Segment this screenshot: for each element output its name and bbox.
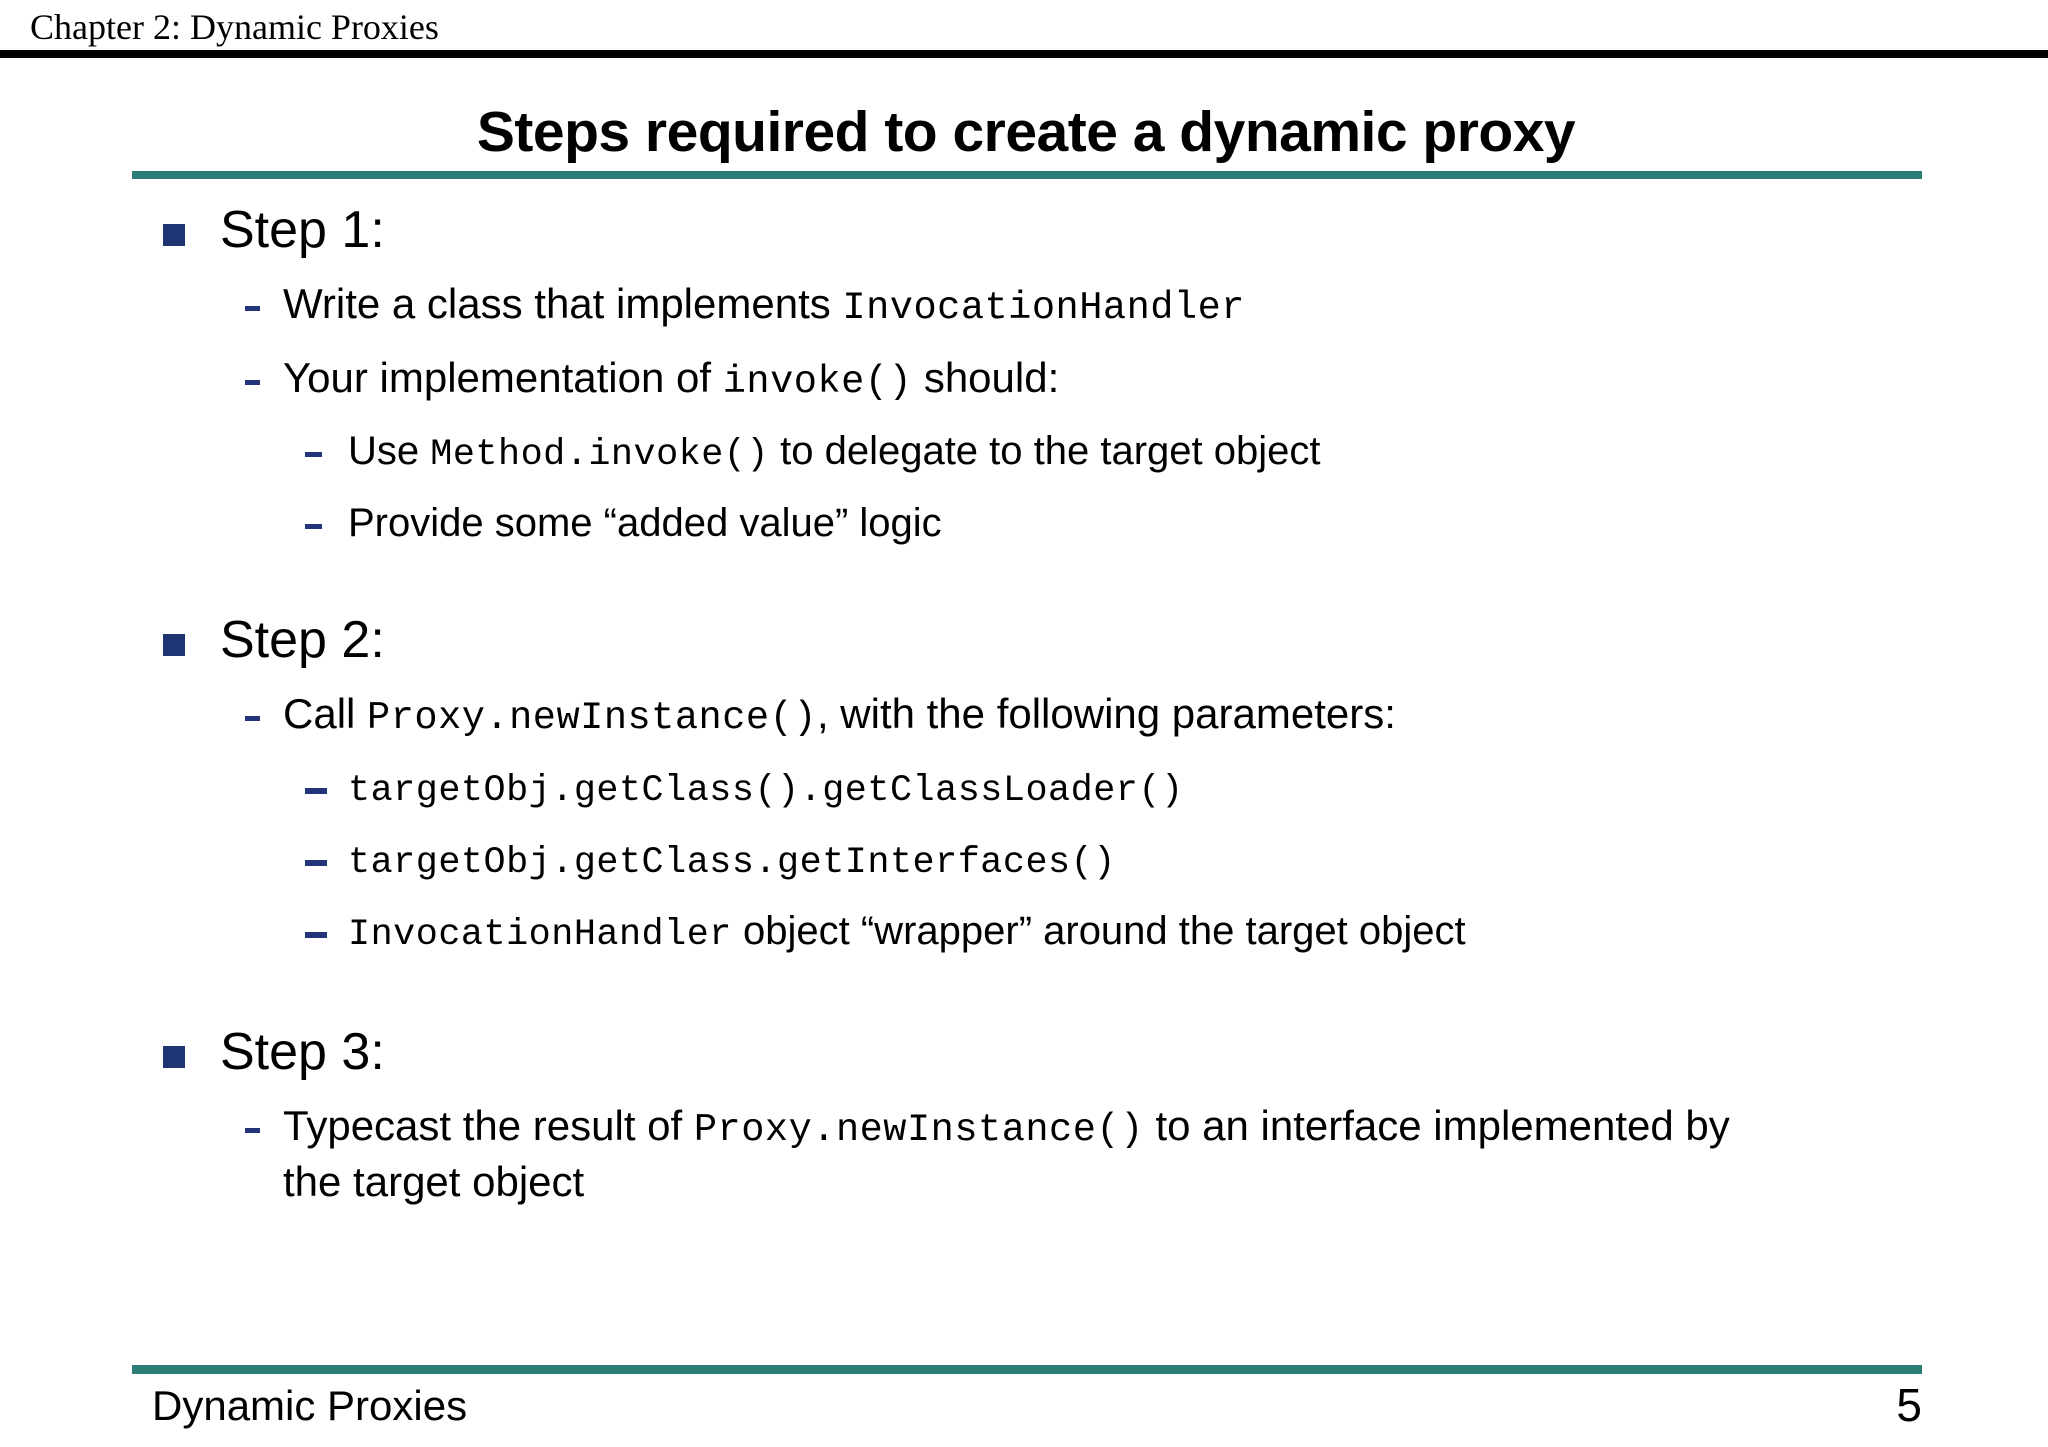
bullet-step-3-sub-1: Typecast the result of Proxy.newInstance…	[0, 1100, 1783, 1208]
bullet-step-2-label: Step 2:	[220, 611, 385, 669]
bullet-text-segment: Use	[348, 429, 431, 473]
spacer	[0, 960, 2048, 1022]
bullet-text-segment: Write a class that implements	[283, 280, 843, 327]
code-invocationhandler: InvocationHandler	[842, 286, 1245, 330]
spacer	[0, 408, 2048, 426]
dash-bullet-icon	[305, 860, 327, 866]
bullet-text-segment: should:	[912, 354, 1060, 401]
code-invoke: invoke()	[722, 360, 913, 404]
bullet-step-3: Step 3:	[0, 1022, 2048, 1082]
bullet-step-1-label: Step 1:	[220, 201, 385, 259]
code-getinterfaces: targetObj.getClass.getInterfaces()	[348, 842, 1116, 884]
bullet-text-segment: Typecast the result of	[283, 1102, 694, 1149]
bullet-text-segment: to delegate to the target object	[768, 429, 1321, 473]
square-bullet-icon	[163, 224, 185, 246]
spacer	[0, 548, 2048, 610]
slide-footer: Dynamic Proxies 5	[0, 1330, 2048, 1447]
bullet-text-segment: to an interface implemented by the targe…	[283, 1102, 1730, 1205]
slide-header: Chapter 2: Dynamic Proxies	[0, 0, 2048, 62]
footer-label: Dynamic Proxies	[152, 1382, 468, 1429]
slide-body: Step 1: Write a class that implements In…	[0, 200, 2048, 1330]
footer-divider-rule	[132, 1365, 1922, 1374]
bullet-step-2-param-1: targetObj.getClass().getClassLoader()	[0, 762, 2048, 816]
bullet-step-1-sub-2: Your implementation of invoke() should:	[0, 352, 2048, 408]
bullet-text-segment: Call	[283, 690, 368, 737]
code-proxy-newinstance-2: Proxy.newInstance()	[693, 1108, 1144, 1152]
bullet-step-1-sub-2-item-1: Use Method.invoke() to delegate to the t…	[0, 426, 2048, 480]
bullet-text-segment: , with the following parameters:	[816, 690, 1396, 737]
code-getclassloader: targetObj.getClass().getClassLoader()	[348, 770, 1184, 812]
dash-bullet-icon	[245, 380, 260, 385]
bullet-step-2-param-2: targetObj.getClass.getInterfaces()	[0, 834, 2048, 888]
page-title: Steps required to create a dynamic proxy	[476, 100, 1576, 164]
spacer	[0, 816, 2048, 834]
code-method-invoke: Method.invoke()	[430, 434, 769, 476]
bullet-step-2-param-3: InvocationHandler object “wrapper” aroun…	[0, 906, 2048, 960]
dash-bullet-icon	[245, 1128, 260, 1133]
dash-bullet-icon	[305, 524, 322, 529]
dash-bullet-icon	[305, 788, 327, 794]
bullet-step-2: Step 2:	[0, 610, 2048, 670]
bullet-step-3-label: Step 3:	[220, 1023, 385, 1081]
spacer	[0, 744, 2048, 762]
bullet-text-segment: Your implementation of	[283, 354, 723, 401]
spacer	[0, 1082, 2048, 1100]
bullet-text-segment: object “wrapper” around the target objec…	[731, 909, 1466, 953]
bullet-step-1-sub-2-item-2: Provide some “added value” logic	[0, 498, 2048, 548]
dash-bullet-icon	[305, 452, 322, 457]
square-bullet-icon	[163, 1046, 185, 1068]
bullet-step-2-sub-1: Call Proxy.newInstance(), with the follo…	[0, 688, 2048, 744]
spacer	[0, 480, 2048, 498]
bullet-step-1-sub-1: Write a class that implements Invocation…	[0, 278, 2048, 334]
square-bullet-icon	[163, 634, 185, 656]
spacer	[0, 888, 2048, 906]
header-divider-rule	[0, 50, 2048, 58]
dash-bullet-icon	[245, 306, 260, 311]
title-divider-rule	[132, 171, 1922, 179]
spacer	[0, 260, 2048, 278]
spacer	[0, 670, 2048, 688]
code-proxy-newinstance: Proxy.newInstance()	[367, 696, 817, 740]
page-number: 5	[1896, 1379, 1922, 1431]
dash-bullet-icon	[305, 932, 327, 938]
bullet-text-segment: Provide some “added value” logic	[348, 501, 942, 545]
dash-bullet-icon	[245, 716, 260, 721]
spacer	[0, 334, 2048, 352]
chapter-label: Chapter 2: Dynamic Proxies	[30, 7, 439, 47]
code-invocationhandler-2: InvocationHandler	[348, 914, 732, 956]
bullet-step-1: Step 1:	[0, 200, 2048, 260]
